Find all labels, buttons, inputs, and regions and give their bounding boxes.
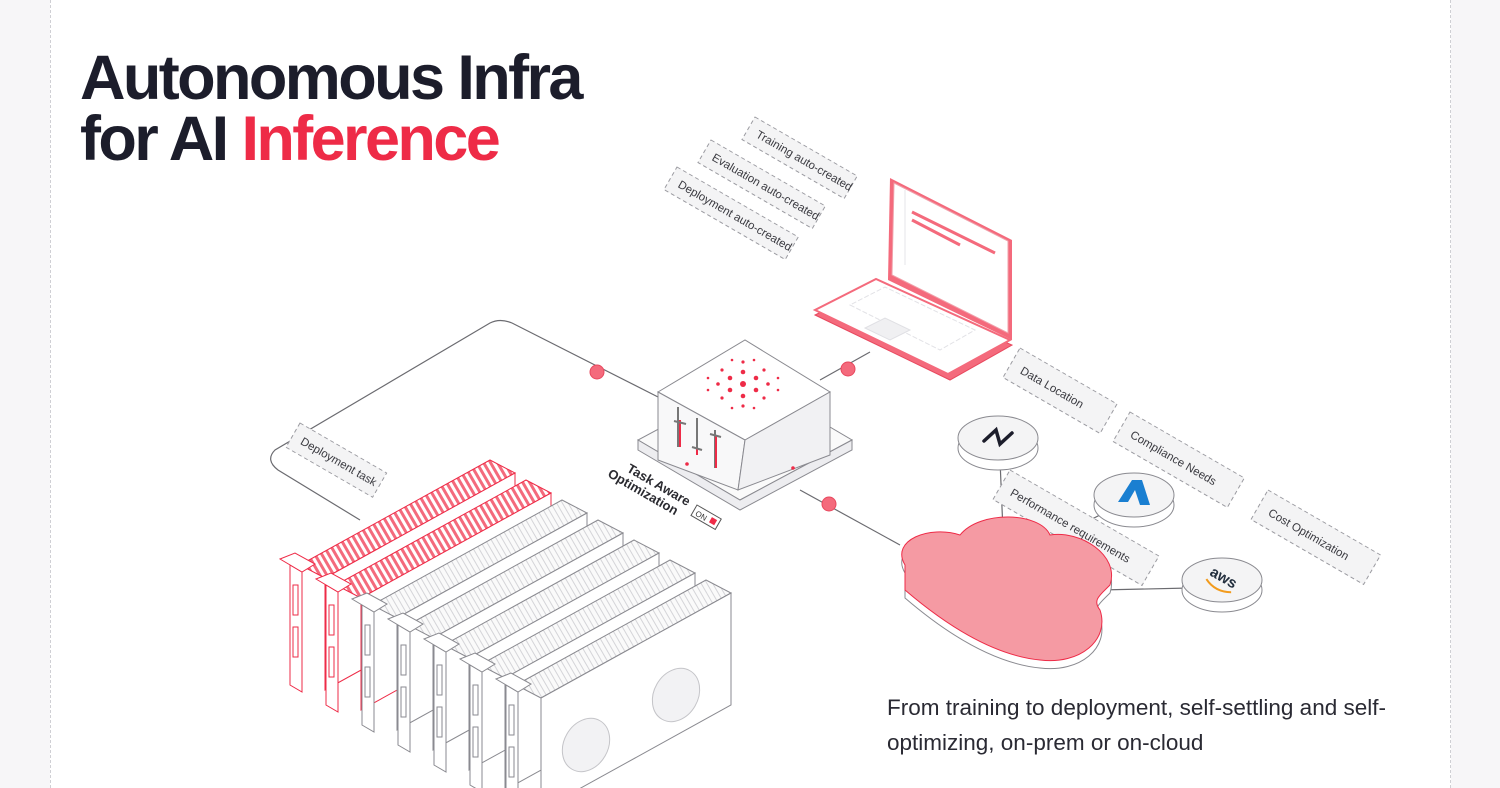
gpu-port bbox=[328, 604, 335, 636]
gpu-port bbox=[508, 704, 515, 736]
optimizer-device: Task Aware Optimization ON bbox=[605, 339, 854, 531]
azure-icon bbox=[1118, 480, 1150, 505]
tag-cost-optimization: Cost Optimization bbox=[1250, 489, 1382, 586]
starburst-icon bbox=[706, 358, 780, 410]
gpu-port bbox=[436, 706, 443, 738]
gpu-fan-icon bbox=[561, 717, 611, 773]
gpu-fan-icon bbox=[651, 667, 701, 723]
gpu-port bbox=[508, 746, 515, 778]
connection-nodes bbox=[589, 361, 856, 512]
auto-tags: Training auto-created Evaluation auto-cr… bbox=[663, 116, 858, 261]
tagline: From training to deployment, self-settli… bbox=[887, 695, 1386, 755]
provider-neocloud bbox=[957, 415, 1039, 471]
gpu-port bbox=[364, 666, 371, 698]
gpu-port bbox=[400, 644, 407, 676]
hero-title-accent: Inference bbox=[241, 104, 500, 174]
cloud-icon bbox=[901, 516, 1113, 670]
requirement-tags: Data Location Compliance Needs Cost Opti… bbox=[992, 347, 1382, 587]
provider-aws: aws bbox=[1181, 557, 1263, 613]
gpu-port bbox=[292, 584, 299, 616]
provider-azure bbox=[1093, 472, 1175, 528]
gpu-port bbox=[328, 646, 335, 678]
laptop-icon bbox=[812, 178, 1014, 381]
nebius-icon bbox=[982, 426, 1014, 448]
hero-title-line1: Autonomous Infra bbox=[80, 43, 583, 113]
gpu-cards bbox=[278, 459, 733, 788]
slider-controls bbox=[673, 407, 722, 468]
hero-title: Autonomous Infra for AI Inference bbox=[80, 47, 583, 171]
gpu-port bbox=[292, 626, 299, 658]
line-optimizer-to-cloud bbox=[799, 489, 901, 546]
gpu-port bbox=[472, 684, 479, 716]
gpu-port bbox=[472, 726, 479, 758]
line-cloud-to-aws bbox=[1099, 587, 1191, 591]
hero-title-line2-prefix: for AI bbox=[80, 104, 242, 174]
gpu-port bbox=[400, 686, 407, 718]
connector-node bbox=[589, 364, 605, 380]
tag-deployment-task: Deployment task bbox=[285, 422, 388, 498]
connector-node bbox=[821, 496, 837, 512]
line-deployment-to-optimizer bbox=[270, 319, 661, 521]
optimizer-toggle: ON bbox=[690, 504, 722, 531]
gpu-port bbox=[436, 664, 443, 696]
gpu-port bbox=[364, 624, 371, 656]
connector-node bbox=[840, 361, 856, 377]
